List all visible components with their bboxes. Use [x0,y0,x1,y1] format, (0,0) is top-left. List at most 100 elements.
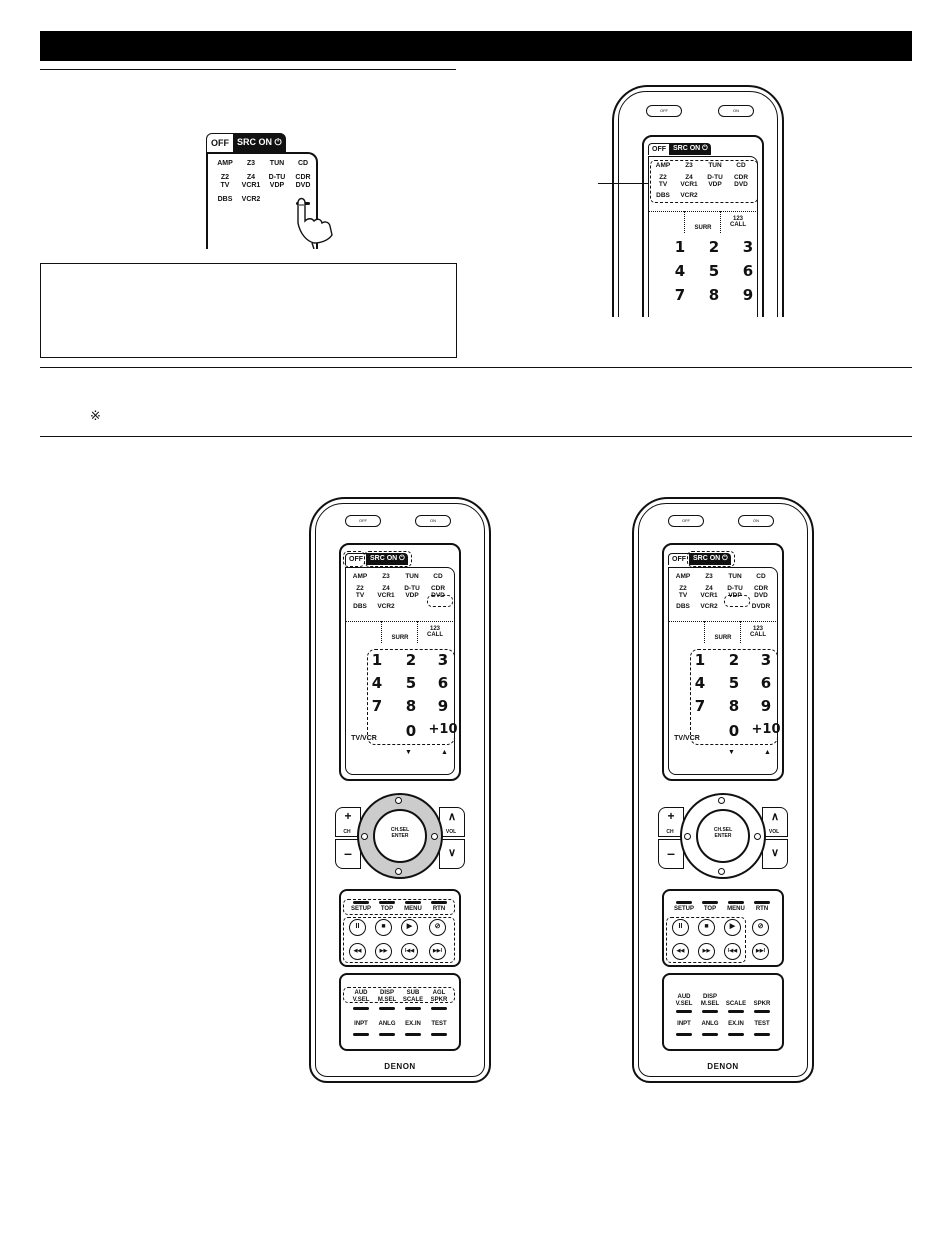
src-button[interactable]: CDR DVD [753,584,769,599]
agl-spkr-button[interactable]: AGL SPKR [430,990,448,1003]
num-2[interactable]: 2 [708,238,720,256]
src-button[interactable]: Z2 TV [658,173,668,188]
skip-forward-icon[interactable]: ▶▶I [752,943,769,960]
surr-button[interactable]: SURR [694,225,712,231]
src-button[interactable]: TUN [708,162,722,169]
src-button[interactable]: DBS [656,192,670,200]
inpt-button[interactable]: INPT [677,1021,691,1027]
play-icon[interactable]: ▶ [401,919,418,936]
num-9[interactable]: 9 [437,697,449,715]
sub-scale-button[interactable]: SUB SCALE [402,990,424,1003]
anlg-button[interactable]: ANLG [701,1021,719,1027]
num-2[interactable]: 2 [728,651,740,669]
src-button[interactable]: Z3 [382,573,390,580]
num-7[interactable]: 7 [371,697,383,715]
fast-forward-icon[interactable]: ▶▶ [698,943,715,960]
enter-button[interactable]: CH.SEL ENTER [373,809,427,863]
tab-src-on[interactable]: SRC ON ⏻ [690,553,731,565]
on-button[interactable]: ON [738,515,774,527]
src-button[interactable]: VCR2 [377,603,395,611]
skip-forward-icon[interactable]: ▶▶I [429,943,446,960]
num-0[interactable]: 0 [728,722,740,740]
rewind-icon[interactable]: ◀◀ [672,943,689,960]
down-triangle-icon[interactable]: ▼ [405,749,412,756]
src-button[interactable]: CDR DVD [733,173,749,188]
src-button[interactable]: TUN [405,573,419,580]
nav-up-dot[interactable] [718,797,725,804]
num-7[interactable]: 7 [694,697,706,715]
num-3[interactable]: 3 [760,651,772,669]
inpt-button[interactable]: INPT [354,1021,368,1027]
num-8[interactable]: 8 [405,697,417,715]
num-5[interactable]: 5 [405,674,417,692]
fast-forward-icon[interactable]: ▶▶ [375,943,392,960]
num-8[interactable]: 8 [708,286,720,304]
test-button[interactable]: TEST [754,1021,770,1027]
nav-up-dot[interactable] [395,797,402,804]
mute-icon[interactable]: ⊘ [752,919,769,936]
disp-msel-button[interactable]: DISP M.SEL [700,994,720,1007]
stop-icon[interactable]: ■ [698,919,715,936]
src-button[interactable]: AMP [655,162,671,169]
off-button[interactable]: OFF [345,515,381,527]
src-button[interactable]: CD [756,573,766,580]
up-triangle-icon[interactable]: ▲ [441,749,448,756]
src-button[interactable]: Z2 TV [355,584,365,599]
num-9[interactable]: 9 [760,697,772,715]
tab-src-on[interactable]: SRC ON ⏻ [367,553,408,565]
exin-button[interactable]: EX.IN [728,1021,744,1027]
setup-label[interactable]: SETUP [350,906,371,912]
rtn-label[interactable]: RTN [432,906,446,912]
src-button[interactable]: DBS [676,603,690,611]
num-6[interactable]: 6 [760,674,772,692]
disp-msel-button[interactable]: DISP M.SEL [377,990,397,1003]
top-label[interactable]: TOP [703,906,717,912]
num-4[interactable]: 4 [694,674,706,692]
nav-down-dot[interactable] [395,868,402,875]
mute-icon[interactable]: ⊘ [429,919,446,936]
pause-icon[interactable]: II [672,919,689,936]
src-button[interactable]: DBS [353,603,367,611]
num-0[interactable]: 0 [405,722,417,740]
rtn-label[interactable]: RTN [755,906,769,912]
menu-label[interactable]: MENU [727,906,745,912]
vol-down-button[interactable]: ∨ [439,839,465,869]
spkr-button[interactable]: SPKR [753,1001,771,1007]
num-1[interactable]: 1 [674,238,686,256]
aud-vsel-button[interactable]: AUD V.SEL [675,994,693,1007]
nav-down-dot[interactable] [718,868,725,875]
num-4[interactable]: 4 [674,262,686,280]
src-button[interactable]: AMP [352,573,368,580]
surr-button[interactable]: SURR [714,635,732,641]
call-button[interactable]: 123 CALL [427,626,443,638]
surr-button[interactable]: SURR [391,635,409,641]
src-button[interactable]: TUN [728,573,742,580]
nav-right-dot[interactable] [754,833,761,840]
scale-button[interactable]: SCALE [725,1001,747,1007]
enter-button[interactable]: CH.SEL ENTER [696,809,750,863]
num-2[interactable]: 2 [405,651,417,669]
src-button[interactable]: Z4 VCR1 [377,584,395,599]
up-triangle-icon[interactable]: ▲ [764,749,771,756]
off-button[interactable]: OFF [646,105,682,117]
call-button[interactable]: 123 CALL [750,626,766,638]
skip-back-icon[interactable]: I◀◀ [724,943,741,960]
nav-right-dot[interactable] [431,833,438,840]
skip-back-icon[interactable]: I◀◀ [401,943,418,960]
num-7[interactable]: 7 [674,286,686,304]
src-button[interactable]: Z3 [685,162,693,169]
on-button[interactable]: ON [718,105,754,117]
test-button[interactable]: TEST [431,1021,447,1027]
setup-label[interactable]: SETUP [673,906,694,912]
num-4[interactable]: 4 [371,674,383,692]
stop-icon[interactable]: ■ [375,919,392,936]
vol-down-button[interactable]: ∨ [762,839,788,869]
src-button[interactable]: CD [433,573,443,580]
anlg-button[interactable]: ANLG [378,1021,396,1027]
src-button[interactable]: Z3 [705,573,713,580]
tab-off[interactable]: OFF [668,553,690,565]
src-button[interactable]: Z2 TV [678,584,688,599]
tv-vcr-button[interactable]: TV/VCR [351,735,377,742]
rewind-icon[interactable]: ◀◀ [349,943,366,960]
pause-icon[interactable]: II [349,919,366,936]
